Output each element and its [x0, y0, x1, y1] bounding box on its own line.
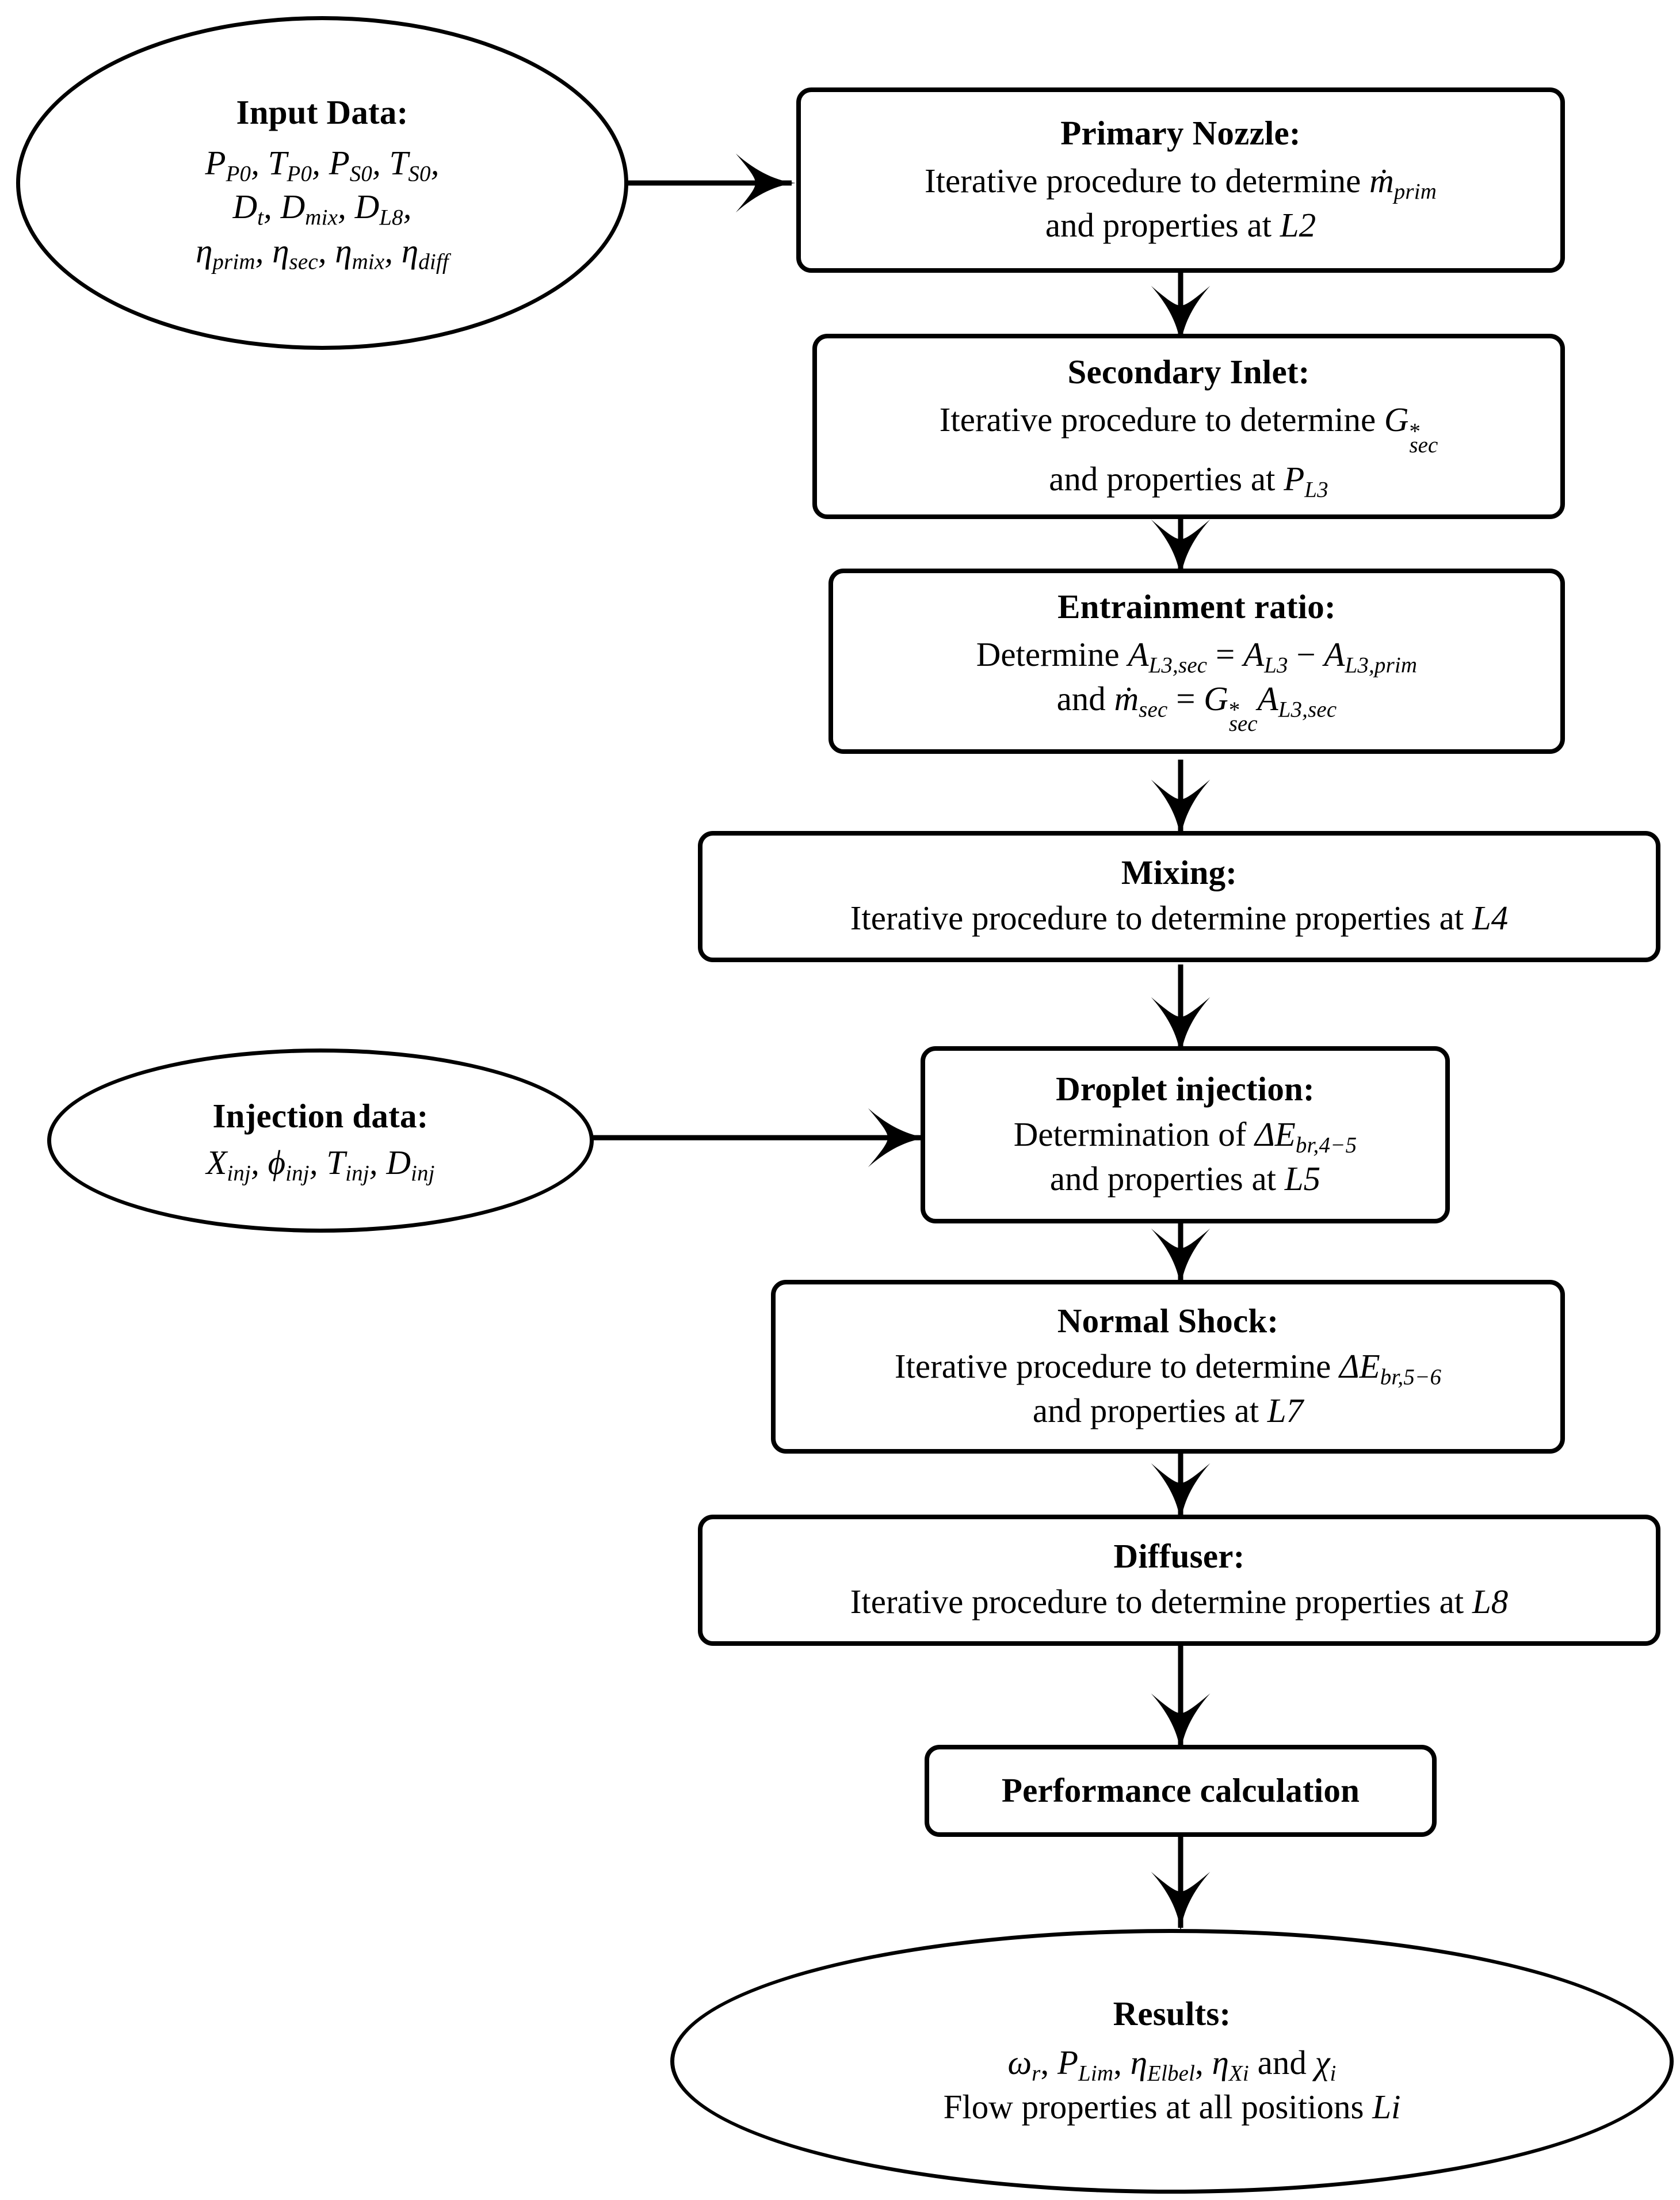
droplet-injection-line-1: Determination of ΔEbr,4−5 [1013, 1115, 1357, 1158]
mixing-line-1: Iterative procedure to determine propert… [850, 899, 1509, 937]
results-title: Results: [1113, 1994, 1231, 2033]
node-mixing[interactable]: Mixing: Iterative procedure to determine… [698, 831, 1660, 962]
node-diffuser[interactable]: Diffuser: Iterative procedure to determi… [698, 1515, 1660, 1646]
entrainment-ratio-line-1: Determine AL3,sec = AL3 − AL3,prim [976, 635, 1418, 678]
primary-nozzle-title: Primary Nozzle: [1060, 113, 1301, 152]
node-secondary-inlet[interactable]: Secondary Inlet: Iterative procedure to … [812, 334, 1565, 519]
droplet-injection-line-2-text: and properties at [1049, 1159, 1277, 1198]
node-normal-shock[interactable]: Normal Shock: Iterative procedure to det… [771, 1280, 1565, 1454]
injection-data-title: Injection data: [212, 1096, 429, 1135]
results-line-1: ωr, PLim, ηElbel, ηXi and χi [1007, 2043, 1337, 2086]
primary-nozzle-line-1-text: Iterative procedure to determine [924, 162, 1361, 200]
normal-shock-line-1: Iterative procedure to determine ΔEbr,5−… [894, 1347, 1442, 1390]
injection-data-line-1: Xinj, ϕinj, Tinj, Dinj [206, 1143, 435, 1187]
node-performance-calculation[interactable]: Performance calculation [925, 1745, 1437, 1837]
node-injection-data[interactable]: Injection data: Xinj, ϕinj, Tinj, Dinj [47, 1048, 594, 1233]
primary-nozzle-line-1: Iterative procedure to determine ṁprim [924, 162, 1437, 204]
node-droplet-injection[interactable]: Droplet injection: Determination of ΔEbr… [921, 1046, 1450, 1223]
droplet-injection-line-1-text: Determination of [1013, 1115, 1247, 1154]
droplet-injection-title: Droplet injection: [1056, 1069, 1315, 1108]
normal-shock-line-2-text: and properties at [1032, 1391, 1259, 1429]
input-data-line-3: ηprim, ηsec, ηmix, ηdiff [196, 232, 449, 274]
diffuser-line-1-text: Iterative procedure to determine propert… [850, 1583, 1464, 1621]
diffuser-line-1: Iterative procedure to determine propert… [850, 1583, 1509, 1621]
secondary-inlet-line-2: and properties at PL3 [1049, 459, 1328, 502]
results-line-2-text: Flow properties at all positions [943, 2087, 1364, 2126]
mixing-title: Mixing: [1121, 853, 1238, 891]
secondary-inlet-title: Secondary Inlet: [1067, 352, 1310, 391]
node-primary-nozzle[interactable]: Primary Nozzle: Iterative procedure to d… [796, 87, 1565, 273]
diffuser-title: Diffuser: [1113, 1536, 1245, 1575]
node-results[interactable]: Results: ωr, PLim, ηElbel, ηXi and χi Fl… [670, 1929, 1674, 2194]
normal-shock-line-2: and properties at L7 [1032, 1391, 1304, 1429]
performance-calculation-title: Performance calculation [1001, 1771, 1360, 1810]
input-data-line-1: PP0, TP0, PS0, TS0, [205, 143, 440, 186]
primary-nozzle-line-2: and properties at L2 [1045, 205, 1316, 244]
node-entrainment-ratio[interactable]: Entrainment ratio: Determine AL3,sec = A… [828, 569, 1565, 754]
results-and-text: and [1257, 2043, 1307, 2082]
normal-shock-title: Normal Shock: [1057, 1301, 1279, 1340]
secondary-inlet-line-2-text: and properties at [1049, 459, 1276, 498]
entrainment-ratio-line-1-text: Determine [976, 635, 1120, 674]
droplet-injection-line-2: and properties at L5 [1049, 1159, 1321, 1198]
secondary-inlet-line-1: Iterative procedure to determine G*sec [939, 401, 1438, 457]
node-input-data[interactable]: Input Data: PP0, TP0, PS0, TS0, Dt, Dmix… [16, 16, 628, 350]
entrainment-ratio-line-2-text: and [1056, 679, 1106, 718]
results-line-2: Flow properties at all positions Li [943, 2087, 1401, 2126]
primary-nozzle-line-2-text: and properties at [1045, 205, 1272, 244]
secondary-inlet-line-1-text: Iterative procedure to determine [939, 401, 1376, 439]
input-data-title: Input Data: [236, 93, 408, 132]
entrainment-ratio-title: Entrainment ratio: [1057, 587, 1336, 626]
normal-shock-line-1-text: Iterative procedure to determine [894, 1347, 1331, 1386]
mixing-line-1-text: Iterative procedure to determine propert… [850, 899, 1464, 937]
input-data-line-2: Dt, Dmix, DL8, [232, 188, 412, 231]
